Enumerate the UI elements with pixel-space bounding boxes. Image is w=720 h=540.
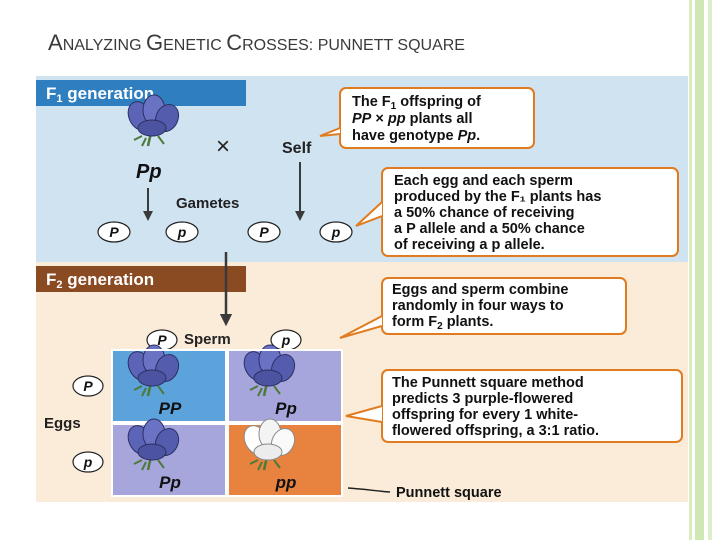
svg-text:form F2 plants.: form F2 plants. — [392, 314, 493, 332]
punnett-cell: PP — [111, 343, 227, 423]
f1-header-bar — [36, 80, 246, 106]
svg-text:The F1 offspring of: The F1 offspring of — [352, 94, 481, 112]
title-part: NALYZING — [62, 37, 146, 54]
punnett-cell-genotype: Pp — [159, 473, 181, 492]
gamete-allele: p — [319, 221, 353, 243]
punnett-cell-genotype: PP — [159, 399, 182, 418]
self-label: Self — [282, 140, 312, 157]
callout-gamete-chance: Each egg and each sperm produced by the … — [355, 167, 679, 257]
gamete-allele: P — [97, 221, 131, 243]
parent-genotype: Pp — [136, 161, 162, 183]
svg-text:have genotype Pp.: have genotype Pp. — [352, 128, 480, 144]
gamete-allele: P — [247, 221, 281, 243]
title-part: ENETIC — [163, 37, 227, 54]
svg-text:offspring for every 1 white-: offspring for every 1 white- — [392, 407, 578, 423]
callout-ratio: The Punnett square method predicts 3 pur… — [345, 369, 683, 443]
f1-header-label: F1 generation — [46, 84, 154, 105]
cross-symbol: × — [216, 133, 230, 160]
punnett-cell: Pp — [111, 417, 227, 497]
decorative-stripe-left — [689, 0, 692, 540]
egg-allele-top: P — [72, 375, 104, 397]
title-part: UNNETT — [328, 37, 398, 54]
svg-text:P: P — [109, 224, 119, 240]
svg-text:P: P — [259, 224, 269, 240]
svg-text:p: p — [177, 224, 187, 240]
svg-text:Each egg and each sperm: Each egg and each sperm — [394, 173, 573, 189]
callout-combine: Eggs and sperm combine randomly in four … — [339, 277, 627, 339]
svg-text:flowered offspring, a 3:1 rati: flowered offspring, a 3:1 ratio. — [392, 423, 599, 439]
svg-text:a P allele and a 50% chance: a P allele and a 50% chance — [394, 221, 585, 237]
f2-header-bar — [36, 266, 246, 292]
svg-text:predicts 3 purple-flowered: predicts 3 purple-flowered — [392, 391, 573, 407]
svg-text:of receiving a p allele.: of receiving a p allele. — [394, 237, 545, 253]
punnett-cell: Pp — [227, 343, 343, 423]
svg-text:p: p — [331, 224, 341, 240]
svg-text:PP × pp plants all: PP × pp plants all — [352, 111, 472, 127]
title-part: QUARE — [408, 37, 465, 54]
title-part: ROSSES — [242, 37, 309, 54]
punnett-caption-pointer — [347, 487, 391, 493]
svg-text:P: P — [157, 332, 167, 348]
eggs-label: Eggs — [44, 415, 81, 432]
punnett-cell: pp — [227, 417, 343, 497]
title-part: C — [226, 30, 243, 55]
title-part: A — [48, 30, 63, 55]
f2-header-label: F2 generation — [46, 270, 154, 291]
egg-allele-bottom: p — [72, 451, 104, 473]
punnett-cell-genotype: pp — [275, 473, 297, 492]
decorative-stripe-right — [708, 0, 712, 540]
svg-text:produced by the F₁ plants has: produced by the F₁ plants has — [394, 189, 601, 205]
svg-text:randomly in four ways to: randomly in four ways to — [392, 298, 564, 314]
punnett-caption: Punnett square — [396, 485, 502, 501]
decorative-stripe-mid — [695, 0, 704, 540]
punnett-figure: F1 generation F2 generation Pp × Self Ga… — [36, 76, 688, 502]
gamete-allele: p — [165, 221, 199, 243]
svg-text:P: P — [83, 378, 93, 394]
svg-text:The Punnett square method: The Punnett square method — [392, 375, 584, 391]
svg-text:p: p — [281, 332, 291, 348]
svg-text:Eggs and sperm combine: Eggs and sperm combine — [392, 282, 568, 298]
punnett-cell-genotype: Pp — [275, 399, 297, 418]
sperm-label: Sperm — [184, 331, 231, 348]
slide-title: ANALYZING GENETIC CROSSES: PUNNETT SQUAR… — [48, 30, 465, 56]
title-part: G — [145, 30, 164, 55]
callout-f1-offspring: The F1 offspring of PP × pp plants all h… — [319, 87, 535, 149]
title-part: S — [397, 37, 409, 54]
svg-text:a 50% chance of receiving: a 50% chance of receiving — [394, 205, 575, 221]
svg-text:p: p — [83, 454, 93, 470]
gametes-label: Gametes — [176, 195, 239, 212]
title-part: : P — [308, 37, 329, 54]
